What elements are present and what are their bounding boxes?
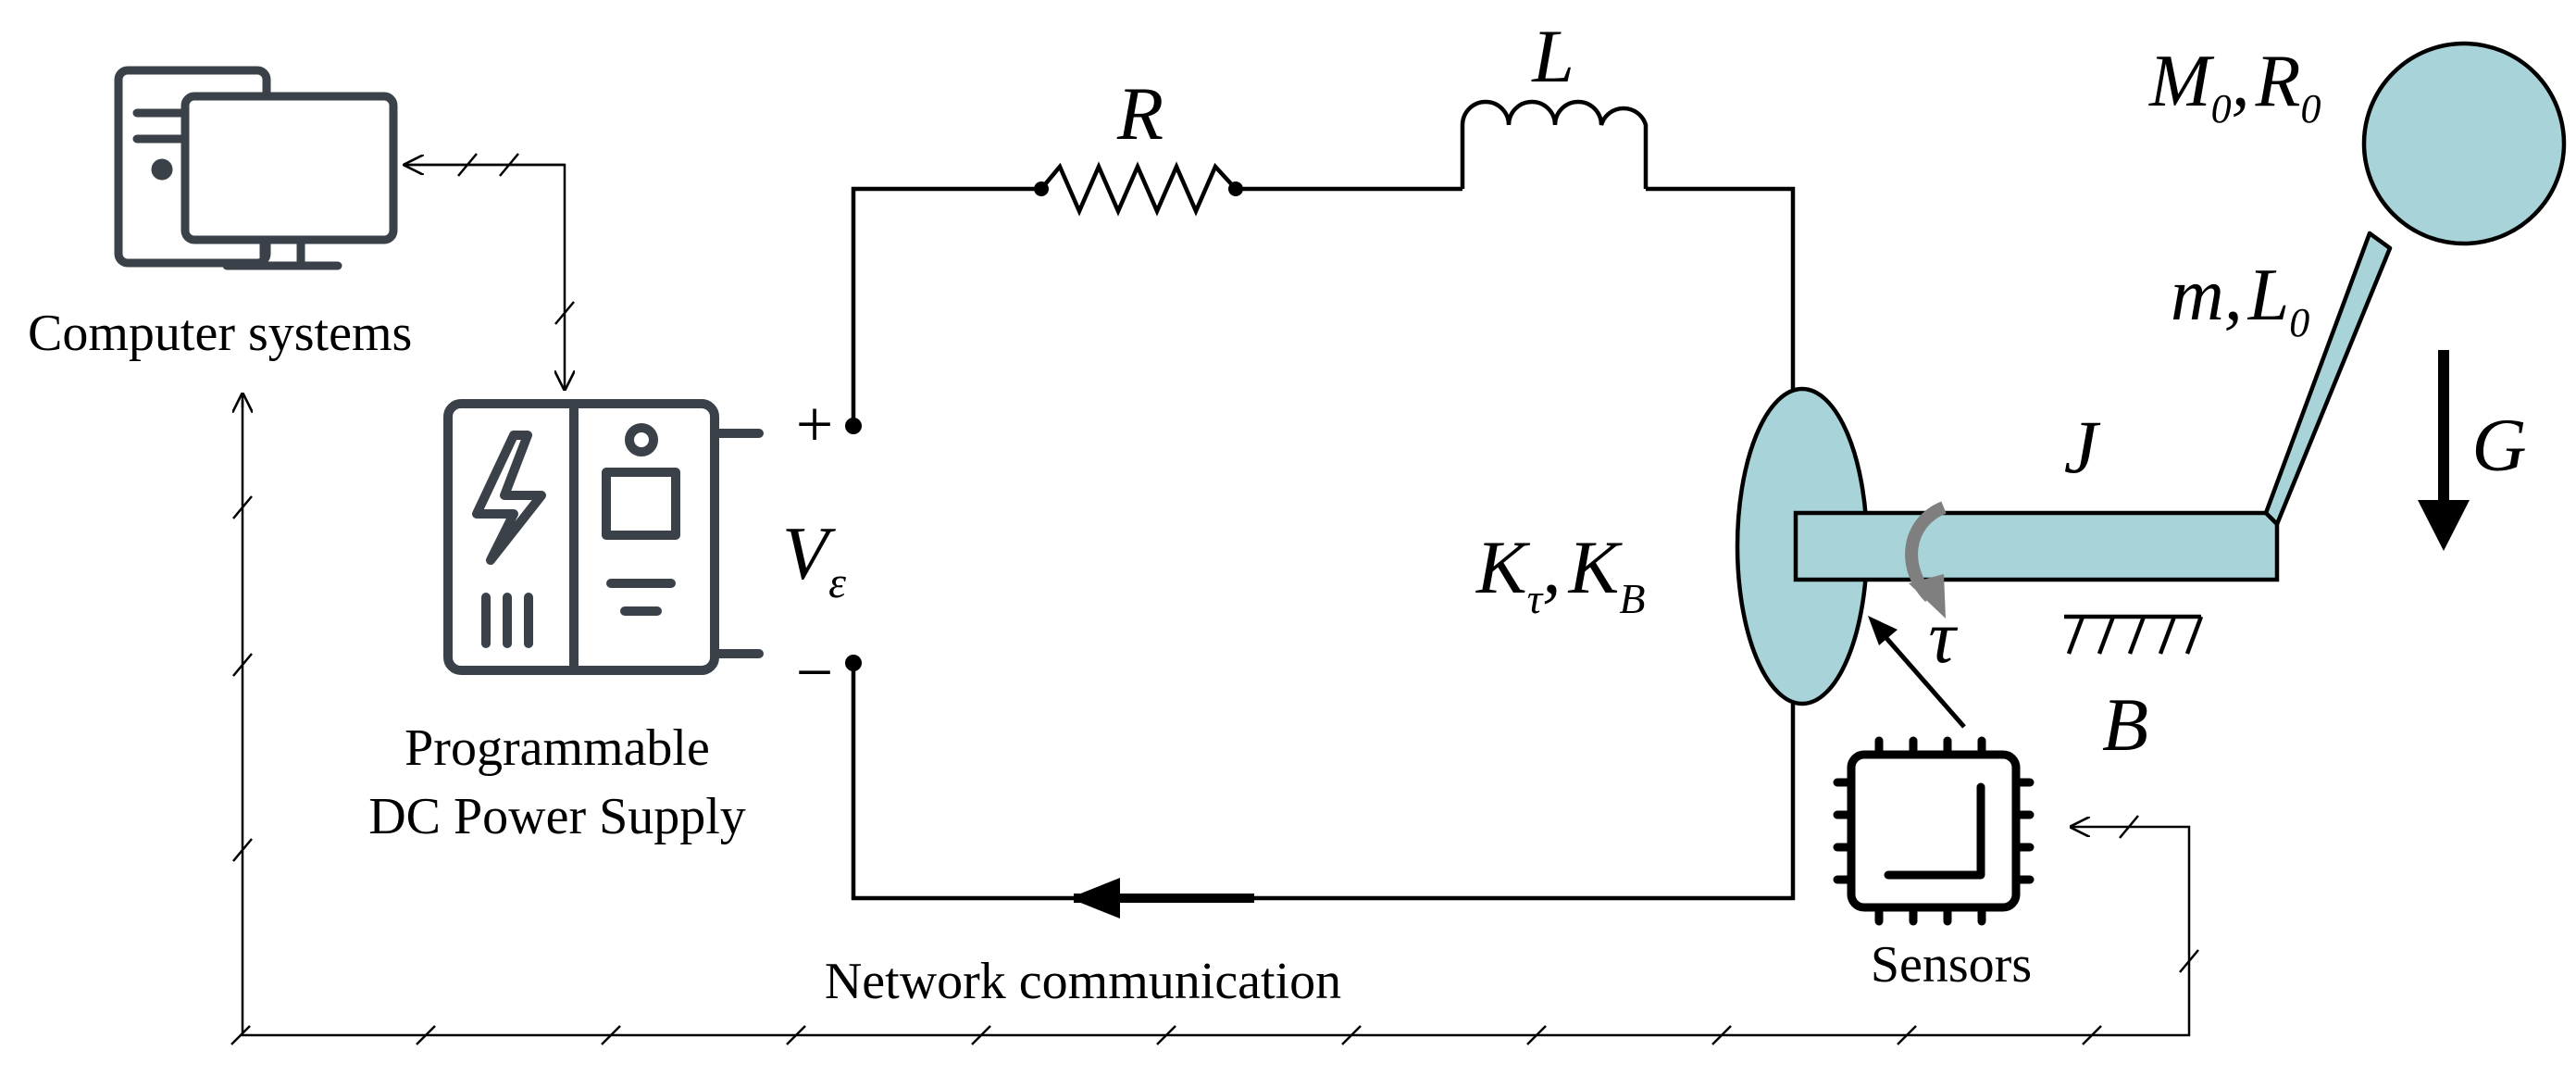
damping-ground bbox=[2064, 614, 2204, 655]
sensors-label: Sensors bbox=[1871, 936, 2032, 994]
inductor bbox=[1460, 99, 1649, 189]
damping-symbol: B bbox=[2102, 682, 2148, 767]
resistor-symbol: R bbox=[1116, 71, 1164, 156]
torque-arrow-head bbox=[1868, 616, 1898, 645]
circuit-wires bbox=[851, 186, 1796, 901]
plus-sign: + bbox=[796, 387, 834, 461]
resistor bbox=[1039, 161, 1238, 217]
terminal-minus bbox=[845, 655, 862, 671]
motor-shaft bbox=[1793, 510, 2280, 582]
resistor-node-left bbox=[1034, 181, 1049, 196]
power-supply-label-line1: Programmable bbox=[404, 719, 710, 777]
inertia-symbol: J bbox=[2064, 405, 2101, 489]
pendulum-rod bbox=[2263, 231, 2393, 527]
gravity-symbol: G bbox=[2471, 403, 2526, 487]
rod-parameters: m,L0 bbox=[2171, 255, 2309, 345]
torque-symbol: τ bbox=[1928, 594, 1958, 679]
gravity-arrow-head bbox=[2418, 500, 2470, 551]
current-arrow-head bbox=[1069, 878, 1120, 919]
minus-sign: − bbox=[796, 635, 834, 709]
power-supply-icon bbox=[443, 399, 764, 675]
terminal-plus bbox=[845, 418, 862, 434]
rotation-arrow-head bbox=[1909, 574, 1946, 619]
resistor-node-right bbox=[1228, 181, 1243, 196]
network-hash-marks bbox=[230, 153, 2199, 1045]
bob-parameters: M0,R0 bbox=[2148, 41, 2321, 131]
sensor-chip-icon bbox=[1833, 736, 2035, 926]
power-supply-label-line2: DC Power Supply bbox=[368, 788, 746, 845]
voltage-symbol: Vε bbox=[782, 511, 846, 607]
inductor-symbol: L bbox=[1531, 14, 1574, 98]
motor-constants: Kτ,KB bbox=[1475, 525, 1645, 622]
torque-arrow bbox=[1877, 628, 1966, 729]
pendulum-bob bbox=[2361, 41, 2567, 246]
computer-icon bbox=[114, 66, 398, 270]
network-communication-label: Network communication bbox=[825, 953, 1341, 1010]
computer-systems-label: Computer systems bbox=[28, 305, 412, 362]
